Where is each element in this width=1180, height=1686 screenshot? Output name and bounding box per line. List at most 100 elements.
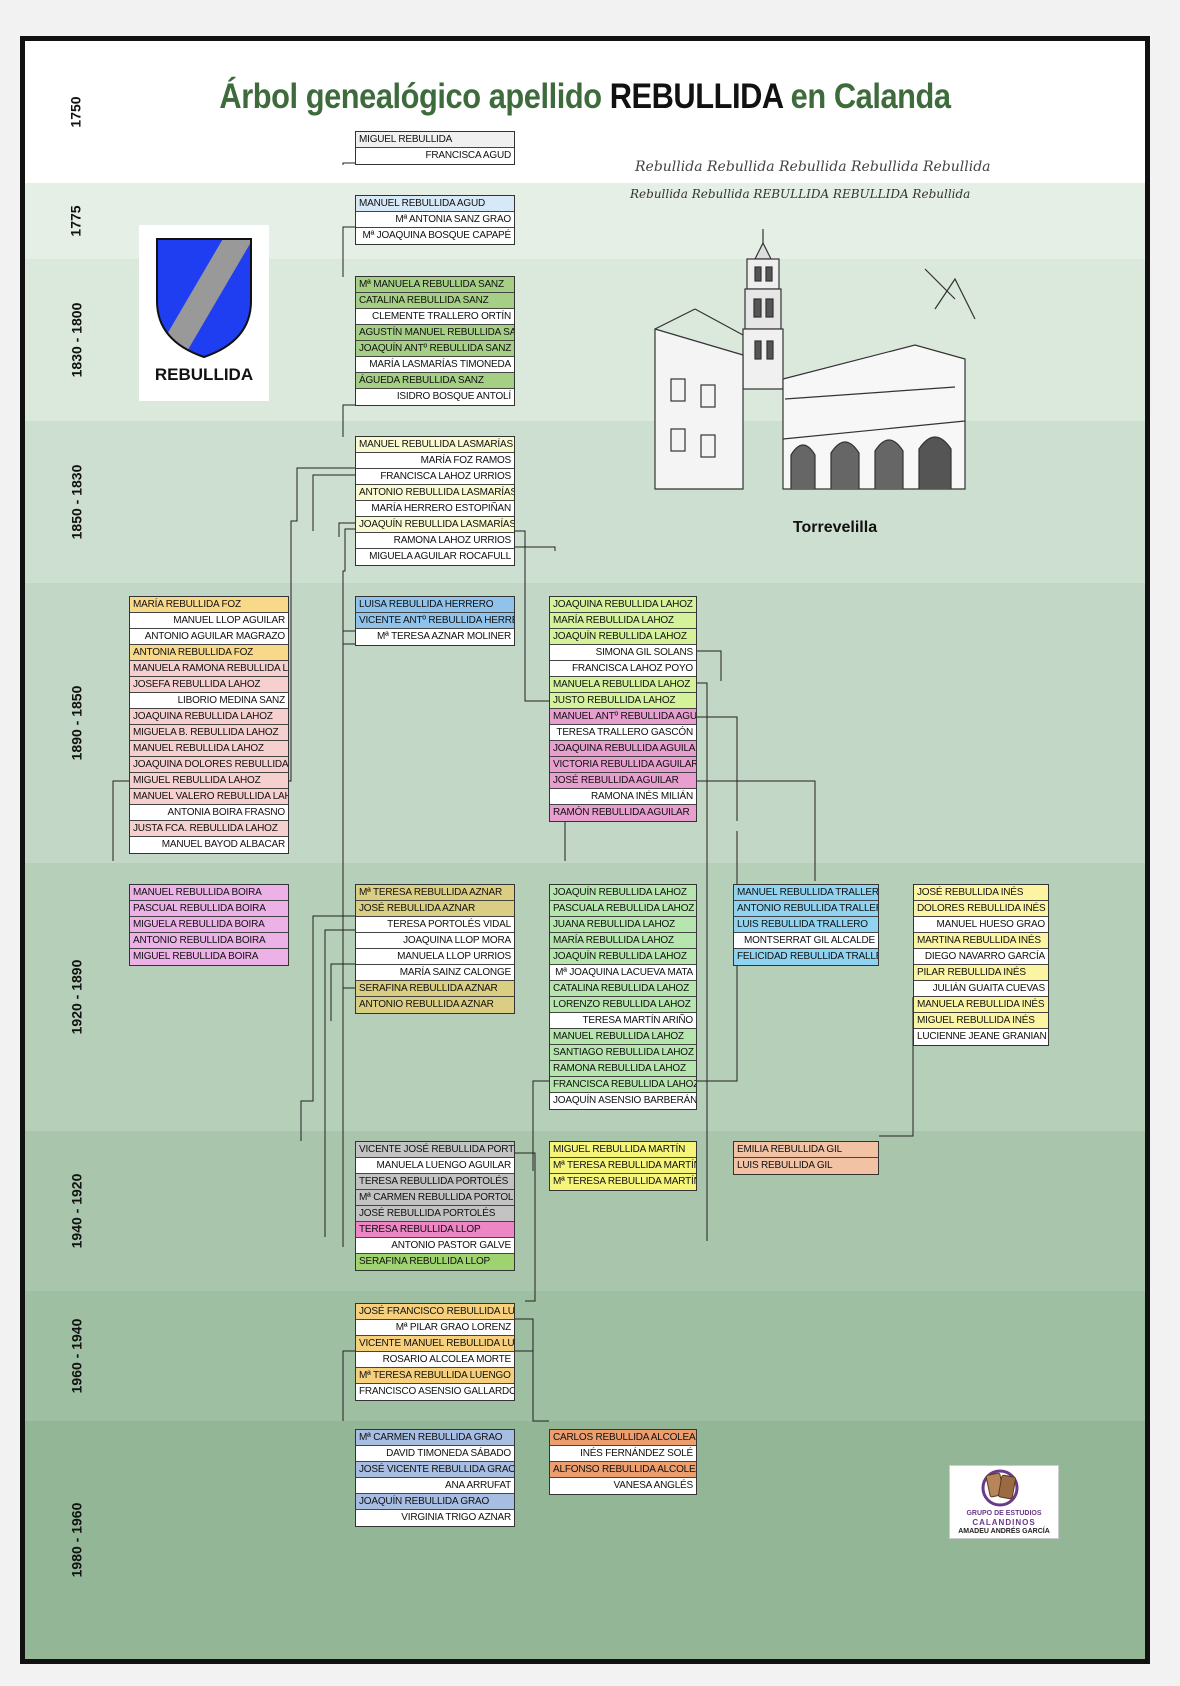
logo-line-1: GRUPO DE ESTUDIOS	[966, 1510, 1042, 1517]
connector-line	[330, 963, 355, 1021]
connector-line	[342, 528, 355, 861]
connector-line	[342, 404, 355, 437]
descendant-entry: JOAQUÍN REBULLIDA GRAO	[356, 1494, 514, 1510]
descendant-entry: JOAQUINA DOLORES REBULLIDA LAHOZ	[130, 757, 288, 773]
spouse-entry: Mª ANTONIA SANZ GRAO	[356, 212, 514, 228]
descendant-entry: TERESA REBULLIDA PORTOLÉS	[356, 1174, 514, 1190]
generation-band	[25, 1291, 1145, 1421]
descendant-entry: MARÍA REBULLIDA LAHOZ	[550, 933, 696, 949]
descendant-entry: Mª TERESA REBULLIDA LUENGO	[356, 1368, 514, 1384]
descendant-entry: PILAR REBULLIDA INÉS	[914, 965, 1048, 981]
connector-line	[342, 596, 355, 645]
descendant-entry: JOAQUINA REBULLIDA AGUILAR	[550, 741, 696, 757]
descendant-entry: JOAQUINA REBULLIDA LAHOZ	[550, 597, 696, 613]
descendant-entry: Mª TERESA REBULLIDA MARTÍN	[550, 1174, 696, 1190]
descendant-entry: JOAQUÍN REBULLIDA LAHOZ	[550, 885, 696, 901]
family-box: MIGUEL REBULLIDA FRANCISCA AGUD	[355, 131, 515, 165]
spouse-entry: MANUELA LUENGO AGUILAR	[356, 1158, 514, 1174]
spouse-entry: MANUEL LLOP AGUILAR	[130, 613, 288, 629]
descendant-entry: LUIS REBULLIDA TRALLERO	[734, 917, 878, 933]
spouse-entry: ANA ARRUFAT	[356, 1478, 514, 1494]
spouse-entry: DAVID TIMONEDA SÁBADO	[356, 1446, 514, 1462]
spouse-entry: CLEMENTE TRALLERO ORTÍN	[356, 309, 514, 325]
descendant-entry: MIGUEL REBULLIDA MARTÍN	[550, 1142, 696, 1158]
descendant-entry: MARÍA REBULLIDA FOZ	[130, 597, 288, 613]
descendant-entry: JOSÉ REBULLIDA PORTOLÉS	[356, 1206, 514, 1222]
spouse-entry: FRANCISCA LAHOZ URRIOS	[356, 469, 514, 485]
connector-line	[515, 546, 556, 551]
coat-of-arms-label: REBULLIDA	[154, 365, 254, 384]
descendant-entry: JUSTA FCA. REBULLIDA LAHOZ	[130, 821, 288, 837]
descendant-entry: ALFONSO REBULLIDA ALCOLEA	[550, 1462, 696, 1478]
descendant-entry: CATALINA REBULLIDA LAHOZ	[550, 981, 696, 997]
descendant-entry: ANTONIO REBULLIDA BOIRA	[130, 933, 288, 949]
descendant-entry: MIGUEL REBULLIDA LAHOZ	[130, 773, 288, 789]
descendant-entry: LORENZO REBULLIDA LAHOZ	[550, 997, 696, 1013]
descendant-entry: MANUEL REBULLIDA TRALLERO	[734, 885, 878, 901]
descendant-entry: EMILIA REBULLIDA GIL	[734, 1142, 878, 1158]
descendant-entry: JOSÉ REBULLIDA INÉS	[914, 885, 1048, 901]
descendant-entry: VICTORIA REBULLIDA AGUILAR	[550, 757, 696, 773]
descendant-entry: MARÍA REBULLIDA LAHOZ	[550, 613, 696, 629]
descendant-entry: MARTINA REBULLIDA INÉS	[914, 933, 1048, 949]
descendant-entry: ANTONIO REBULLIDA LASMARÍAS	[356, 485, 514, 501]
spouse-entry: MARÍA FOZ RAMOS	[356, 453, 514, 469]
spouse-entry: ANTONIO PASTOR GALVE	[356, 1238, 514, 1254]
descendant-entry: MANUEL ANTº REBULLIDA AGUILAR	[550, 709, 696, 725]
descendant-entry: LUISA REBULLIDA HERRERO	[356, 597, 514, 613]
descendant-entry: MANUEL REBULLIDA AGUD	[356, 196, 514, 212]
descendant-entry: MANUELA RAMONA REBULLIDA LAHOZ	[130, 661, 288, 677]
descendant-entry: TERESA REBULLIDA LLOP	[356, 1222, 514, 1238]
descendant-entry: MIGUEL REBULLIDA BOIRA	[130, 949, 288, 965]
descendant-entry: AGUSTÍN MANUEL REBULLIDA SANZ	[356, 325, 514, 341]
title-surname: REBULLIDA	[609, 77, 783, 116]
historical-signatures-1: Rebullida Rebullida Rebullida Rebullida …	[635, 159, 991, 175]
spouse-entry: MANUEL BAYOD ALBACAR	[161, 839, 285, 850]
descendant-entry: SERAFINA REBULLIDA AZNAR	[356, 981, 514, 997]
descendant-entry: JUANA REBULLIDA LAHOZ	[550, 917, 696, 933]
poster-title: Árbol genealógico apellido REBULLIDA en …	[92, 77, 1078, 117]
spouse-entry: FRANCISCA LAHOZ POYO	[550, 661, 696, 677]
descendant-entry: JOSÉ REBULLIDA AZNAR	[356, 901, 514, 917]
spouse-entry: TERESA TRALLERO GASCÓN	[550, 725, 696, 741]
title-main: Árbol genealógico apellido	[219, 77, 602, 116]
spouse-entry: MANUEL HUESO GRAO	[914, 917, 1048, 933]
connector-line	[324, 929, 355, 1237]
spouse-entry: RAMONA INÉS MILIÁN	[550, 789, 696, 805]
logo-line-3: AMADEU ANDRÉS GARCÍA	[958, 1528, 1050, 1535]
descendant-entry: ÁGUEDA REBULLIDA SANZ	[356, 373, 514, 389]
descendant-entry: LUIS REBULLIDA GIL	[734, 1158, 878, 1174]
spouse-entry: FRANCISCA AGUD	[425, 150, 511, 161]
descendant-entry: DOLORES REBULLIDA INÉS	[914, 901, 1048, 917]
spouse-entry: DIEGO NAVARRO GARCÍA	[914, 949, 1048, 965]
spouse-entry: MONTSERRAT GIL ALCALDE	[734, 933, 878, 949]
coat-of-arms-card: REBULLIDA	[139, 225, 269, 401]
descendant-entry: Mª CARMEN REBULLIDA PORTOLÉS	[356, 1190, 514, 1206]
publisher-logo: GRUPO DE ESTUDIOS CALANDINOS AMADEU ANDR…	[949, 1465, 1059, 1539]
generation-band	[25, 41, 1145, 183]
spouse-entry: INÉS FERNÁNDEZ SOLÉ	[550, 1446, 696, 1462]
descendant-entry: MANUELA REBULLIDA INÉS	[914, 997, 1048, 1013]
descendant-entry: JOAQUÍN ANTº REBULLIDA SANZ	[356, 341, 514, 357]
connector-line	[879, 997, 914, 1137]
spouse-entry: Mª JOAQUINA BOSQUE CAPAPÉ	[362, 230, 511, 241]
connector-line	[300, 915, 355, 1141]
connector-line	[693, 650, 722, 681]
spouse-entry: SIMONA GIL SOLANS	[550, 645, 696, 661]
connector-line	[338, 522, 355, 537]
descendant-entry: VICENTE MANUEL REBULLIDA LUENGO	[356, 1336, 514, 1352]
descendant-entry: MIGUEL REBULLIDA	[356, 132, 514, 148]
spouse-entry: ANTONIO AGUILAR MAGRAZO	[130, 629, 288, 645]
descendant-entry: SERAFINA REBULLIDA LLOP	[356, 1254, 514, 1270]
family-box: MIGUEL REBULLIDA MARTÍN Mª TERESA REBULLI…	[549, 1141, 697, 1191]
descendant-entry: JOAQUINA REBULLIDA LAHOZ	[130, 709, 288, 725]
descendant-entry: CARLOS REBULLIDA ALCOLEA	[550, 1430, 696, 1446]
